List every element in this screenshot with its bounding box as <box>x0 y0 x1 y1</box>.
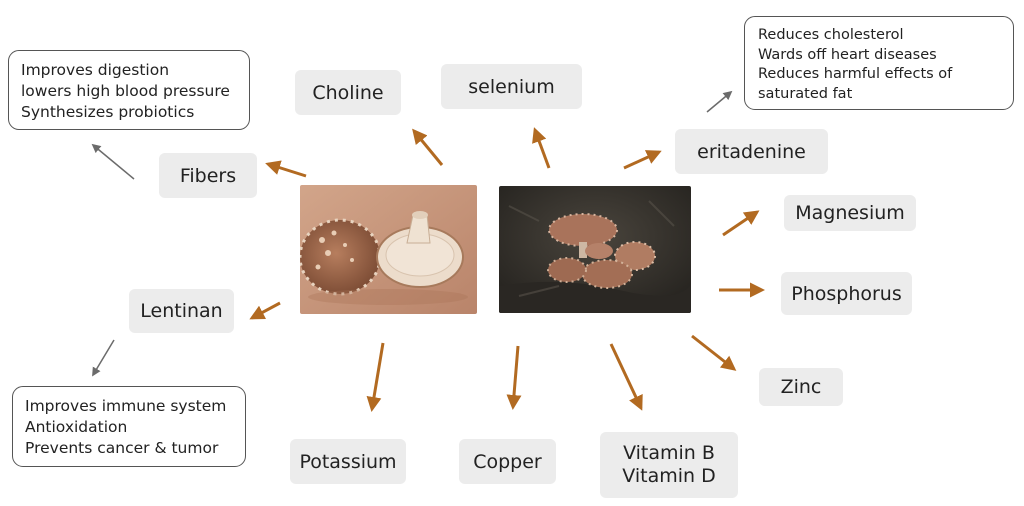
arrow-to-zinc <box>691 334 737 371</box>
fibers-benefits-box: Improves digestion lowers high blood pre… <box>8 50 250 130</box>
benefit-line: Improves immune system <box>25 397 227 415</box>
node-fibers: Fibers <box>159 153 257 198</box>
arrow-to-selenium <box>532 127 551 169</box>
arrow-to-potassium <box>366 342 385 412</box>
arrow-eritadenine-benefits <box>706 90 733 113</box>
node-phosphorus: Phosphorus <box>781 272 912 315</box>
node-eritadenine: eritadenine <box>675 129 828 174</box>
benefit-line: Synthesizes probiotics <box>21 103 195 121</box>
node-lentinan: Lentinan <box>129 289 234 333</box>
arrow-to-choline <box>412 128 444 166</box>
mushroom-photo-right-art <box>499 186 691 313</box>
node-vitamins: Vitamin B Vitamin D <box>600 432 738 498</box>
benefit-line: Prevents cancer & tumor <box>25 439 219 457</box>
node-selenium: selenium <box>441 64 582 109</box>
arrow-to-fibers <box>265 160 307 178</box>
benefit-line: Improves digestion <box>21 61 170 79</box>
arrow-lentinan-benefits <box>92 339 115 377</box>
lentinan-benefits-box: Improves immune system Antioxidation Pre… <box>12 386 246 467</box>
benefit-line: Wards off heart diseases <box>758 46 937 63</box>
node-magnesium: Magnesium <box>784 195 916 231</box>
mushroom-photo-left-art <box>300 185 477 314</box>
node-choline: Choline <box>295 70 401 115</box>
arrow-to-copper <box>506 345 522 410</box>
benefit-line: Reduces harmful effects of <box>758 66 953 82</box>
vitamin-d-label: Vitamin D <box>622 465 716 487</box>
node-potassium: Potassium <box>290 439 406 484</box>
mushroom-photo-right <box>499 186 691 313</box>
arrow-to-eritadenine <box>623 150 662 170</box>
arrow-to-magnesium <box>722 210 760 237</box>
vitamin-b-label: Vitamin B <box>623 442 715 464</box>
arrow-to-vitamins <box>609 343 643 411</box>
mushroom-photo-left <box>300 185 477 314</box>
node-copper: Copper <box>459 439 556 484</box>
benefit-line: lowers high blood pressure <box>21 82 230 100</box>
benefit-line: saturated fat <box>758 85 853 102</box>
benefit-line: Reduces cholesterol <box>758 27 904 43</box>
arrow-to-lentinan <box>249 301 281 320</box>
node-zinc: Zinc <box>759 368 843 406</box>
arrow-fibers-benefits <box>91 143 135 180</box>
benefit-line: Antioxidation <box>25 418 128 436</box>
eritadenine-benefits-box: Reduces cholesterol Wards off heart dise… <box>744 16 1014 110</box>
